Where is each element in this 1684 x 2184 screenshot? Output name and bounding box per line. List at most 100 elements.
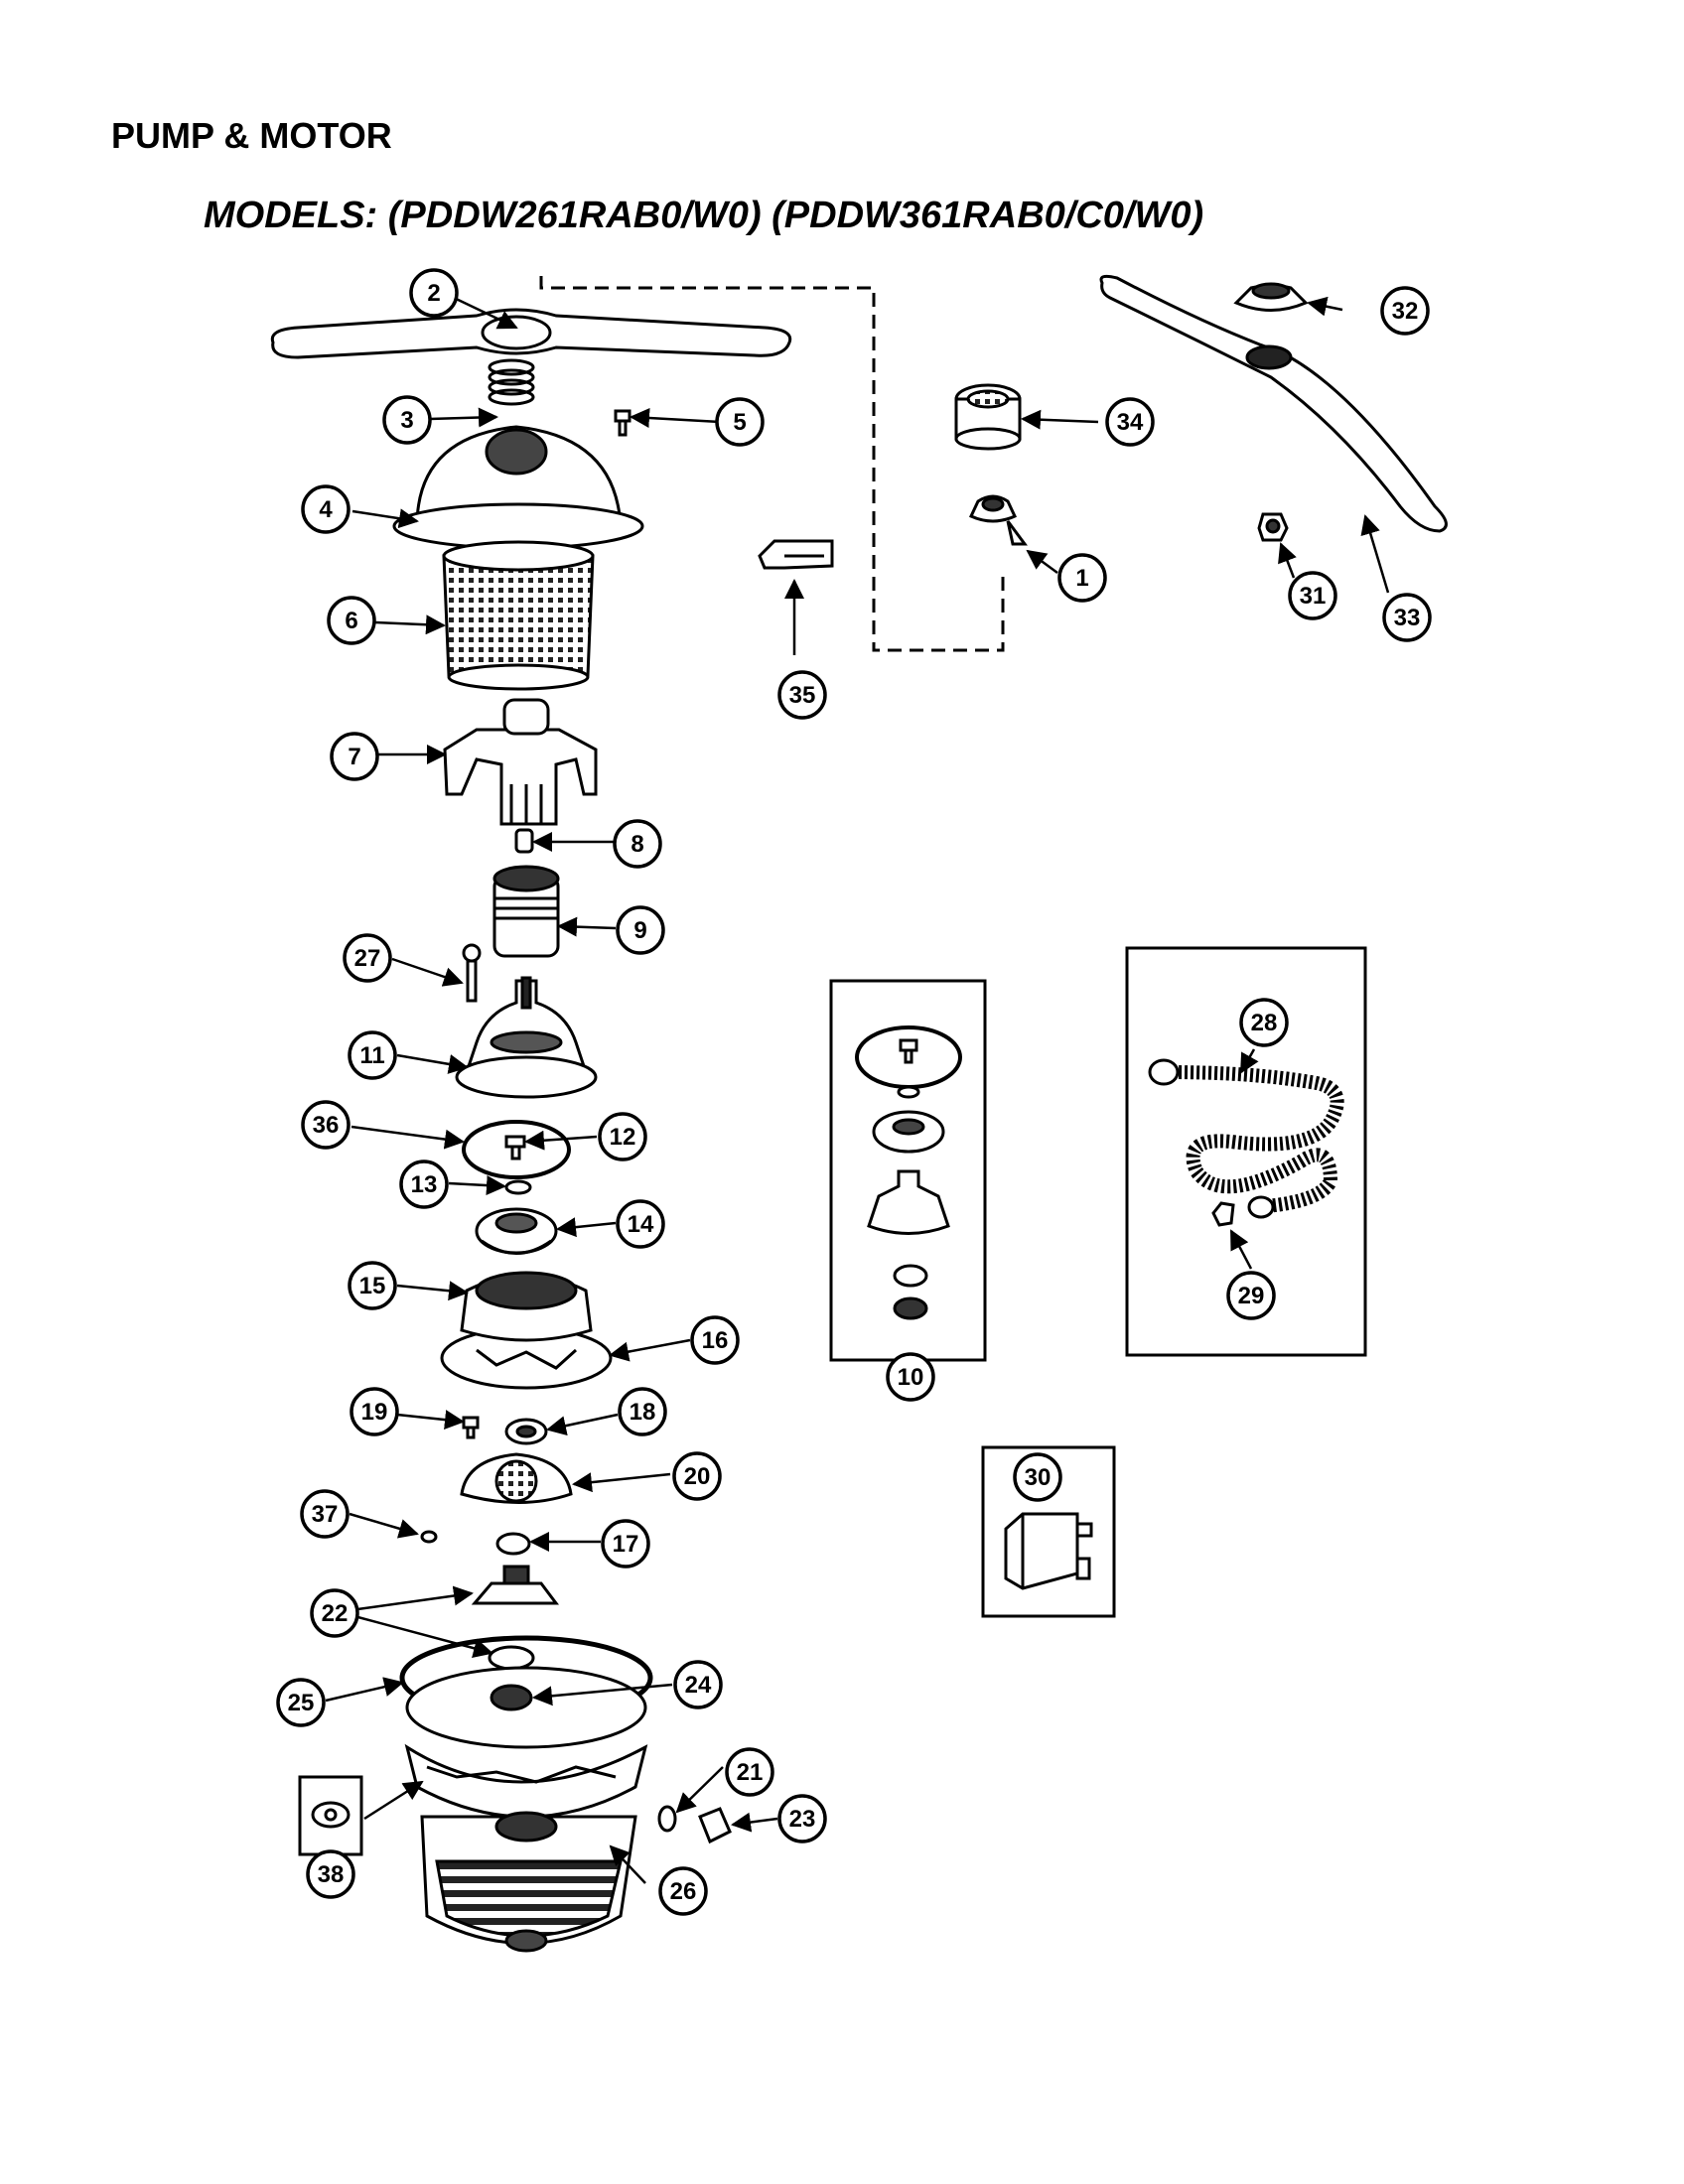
callout-number: 19 xyxy=(361,1399,388,1426)
callout-number: 3 xyxy=(400,407,413,434)
callout-14: 14 xyxy=(616,1199,665,1249)
callout-number: 28 xyxy=(1251,1010,1278,1036)
callout-number: 31 xyxy=(1300,583,1327,610)
upper-spray-arm-part xyxy=(1099,274,1448,533)
callout-number: 35 xyxy=(789,682,816,709)
retainer-clip-part xyxy=(758,539,834,570)
drain-impeller-part xyxy=(471,1565,559,1671)
callout-number: 1 xyxy=(1075,565,1088,592)
callout-25: 25 xyxy=(276,1678,326,1727)
callout-number: 5 xyxy=(733,409,746,436)
small-screw-part xyxy=(462,1416,480,1439)
pump-cover-part xyxy=(392,425,644,550)
impeller-screw-part xyxy=(504,1135,526,1160)
callout-17: 17 xyxy=(601,1519,650,1569)
callout-number: 26 xyxy=(670,1878,697,1905)
small-ring-part xyxy=(420,1530,438,1544)
long-screw-part xyxy=(462,943,482,1003)
pump-housing-part xyxy=(455,976,598,1099)
callout-number: 20 xyxy=(684,1463,711,1490)
callout-number: 2 xyxy=(427,280,440,307)
callout-number: 21 xyxy=(737,1759,764,1786)
bearing-part xyxy=(1257,512,1289,542)
callout-number: 4 xyxy=(319,496,333,523)
callout-number: 32 xyxy=(1392,298,1419,325)
manifold-part xyxy=(443,698,598,826)
hose-clip-part xyxy=(698,1807,732,1844)
callout-37: 37 xyxy=(300,1489,350,1539)
callout-3: 3 xyxy=(382,395,432,445)
page-subtitle: MODELS: (PDDW261RAB0/W0) (PDDW361RAB0/C0… xyxy=(204,195,1204,236)
callout-26: 26 xyxy=(658,1866,708,1916)
gasket-box-part xyxy=(298,1775,363,1856)
callout-24: 24 xyxy=(673,1660,723,1709)
callout-number: 37 xyxy=(312,1501,339,1528)
page-title: PUMP & MOTOR xyxy=(111,115,392,156)
callout-number: 25 xyxy=(288,1690,315,1716)
callout-32: 32 xyxy=(1380,286,1430,336)
callout-number: 16 xyxy=(702,1327,729,1354)
callout-34: 34 xyxy=(1105,397,1155,447)
callout-21: 21 xyxy=(725,1747,774,1797)
callout-30: 30 xyxy=(1013,1452,1062,1502)
hose-o-ring-part xyxy=(657,1805,677,1833)
gasket-part xyxy=(462,1120,571,1179)
callout-number: 30 xyxy=(1025,1464,1052,1491)
callout-35: 35 xyxy=(777,670,827,720)
spray-arm-hub-part xyxy=(1233,282,1309,312)
lower-spray-arm-part xyxy=(270,308,792,359)
callout-number: 24 xyxy=(685,1672,712,1699)
callout-number: 22 xyxy=(322,1600,349,1627)
callout-number: 8 xyxy=(631,831,643,858)
callout-number: 10 xyxy=(898,1364,924,1391)
seal-part xyxy=(504,1418,548,1445)
callout-2: 2 xyxy=(409,268,459,318)
motor-part xyxy=(420,1811,637,1953)
callout-number: 29 xyxy=(1238,1283,1265,1309)
callout-7: 7 xyxy=(330,732,379,781)
callout-number: 13 xyxy=(411,1171,438,1198)
nozzle-part xyxy=(968,494,1028,546)
callout-number: 7 xyxy=(348,744,360,770)
plug-part xyxy=(514,828,534,854)
washer-part xyxy=(504,1179,532,1195)
filter-screen-part xyxy=(442,540,595,691)
callout-29: 29 xyxy=(1226,1271,1276,1320)
callout-number: 23 xyxy=(789,1806,816,1833)
callout-31: 31 xyxy=(1288,571,1337,620)
callout-22: 22 xyxy=(310,1588,359,1638)
callout-10: 10 xyxy=(886,1352,935,1402)
callout-16: 16 xyxy=(690,1315,740,1365)
spring-part xyxy=(488,358,535,406)
callout-13: 13 xyxy=(399,1160,449,1209)
callout-12: 12 xyxy=(598,1112,647,1161)
callout-4: 4 xyxy=(301,484,351,534)
callout-number: 34 xyxy=(1117,409,1144,436)
impeller-part xyxy=(475,1207,558,1255)
callout-18: 18 xyxy=(618,1387,667,1436)
callout-6: 6 xyxy=(327,596,376,645)
inlet-plate-part xyxy=(460,1452,573,1504)
callout-number: 18 xyxy=(630,1399,656,1426)
shaft-seal-part xyxy=(495,1532,531,1556)
callout-15: 15 xyxy=(348,1261,397,1310)
callout-number: 6 xyxy=(345,608,357,634)
callout-number: 36 xyxy=(313,1112,340,1139)
chopper-housing-part xyxy=(492,865,560,958)
callout-23: 23 xyxy=(777,1794,827,1843)
callout-11: 11 xyxy=(348,1030,397,1080)
callout-5: 5 xyxy=(715,397,765,447)
callout-number: 14 xyxy=(628,1211,654,1238)
callout-28: 28 xyxy=(1239,998,1289,1047)
callout-number: 33 xyxy=(1394,605,1421,631)
callout-19: 19 xyxy=(350,1387,399,1436)
callout-1: 1 xyxy=(1057,553,1107,603)
callout-36: 36 xyxy=(301,1100,351,1150)
spray-cap-part xyxy=(954,383,1022,451)
callout-number: 38 xyxy=(318,1861,345,1888)
callout-8: 8 xyxy=(613,819,662,869)
callout-number: 12 xyxy=(610,1124,636,1151)
pump-kit-box-part xyxy=(829,979,987,1362)
callout-number: 15 xyxy=(359,1273,386,1299)
